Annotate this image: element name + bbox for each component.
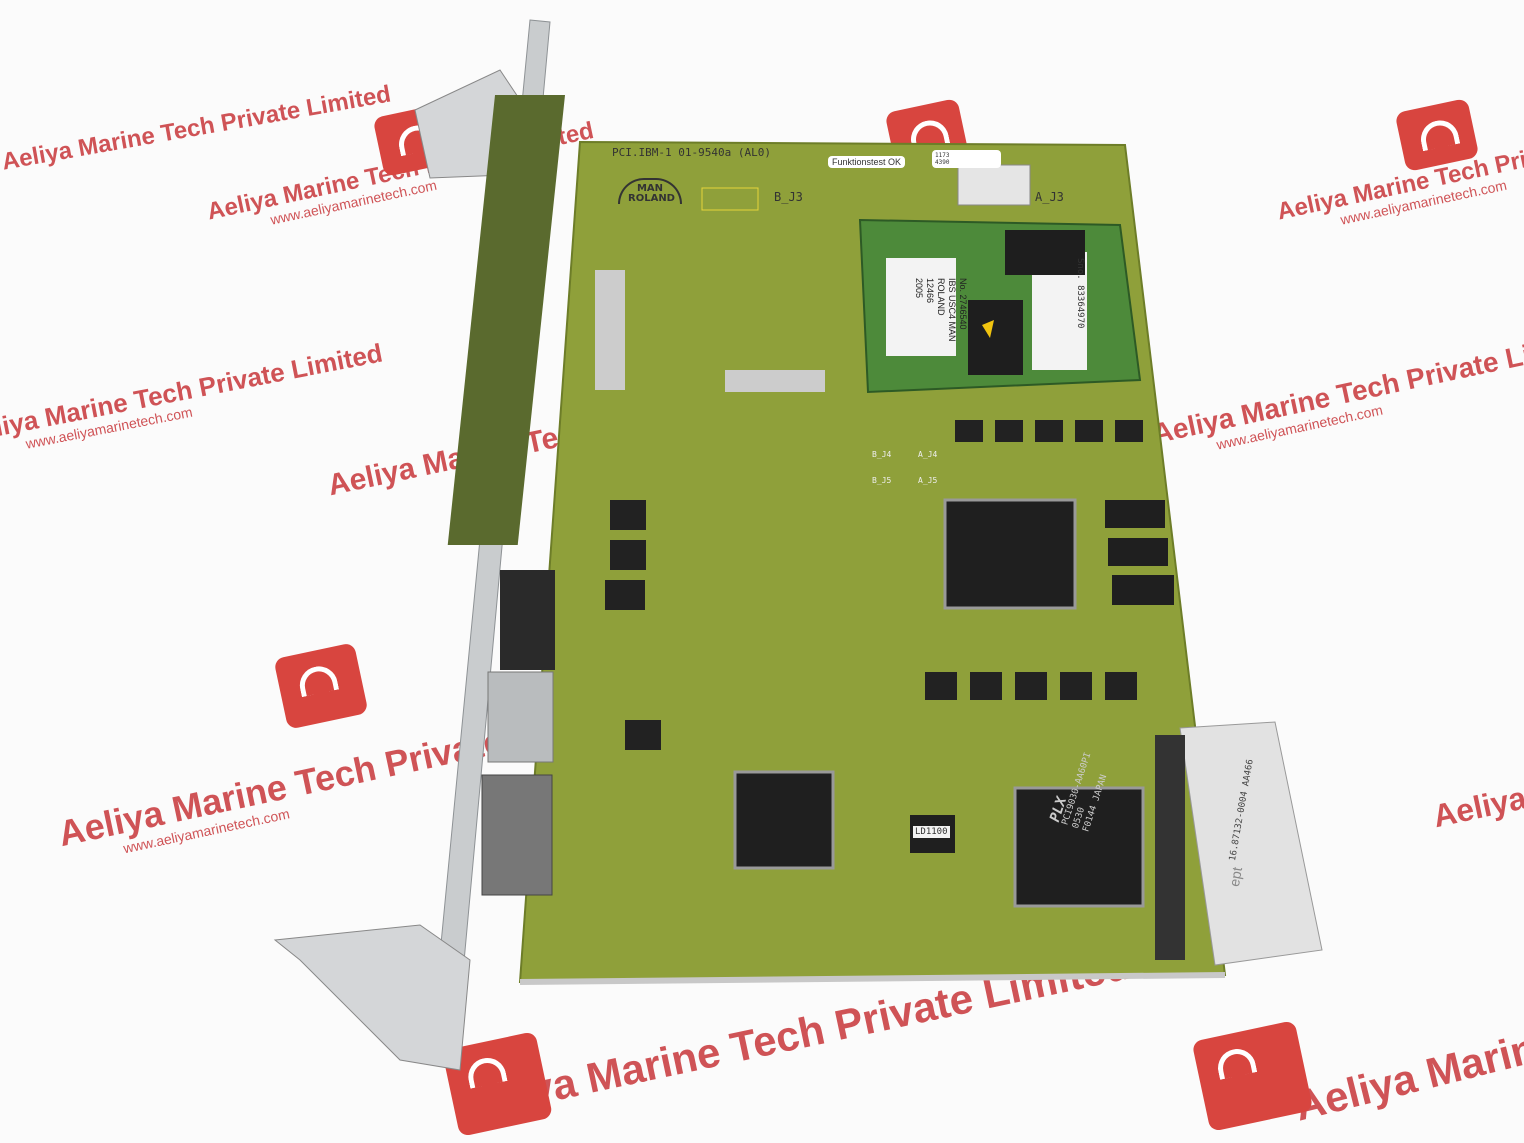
ld-chip-label: LD1100 — [913, 826, 950, 838]
connector-pins — [1155, 735, 1185, 960]
module-label-line: ROLAND — [936, 278, 946, 316]
memory-chip — [1105, 500, 1165, 528]
led-block — [500, 570, 555, 670]
memory-chip — [1112, 575, 1174, 605]
barcode-sticker: 1173 4390 — [932, 150, 1001, 168]
b-j3-header — [701, 187, 759, 211]
module-chip — [1005, 230, 1085, 275]
panel-connector — [447, 95, 566, 545]
module-serial: Sno. 83364970 — [1075, 258, 1085, 329]
test-sticker: Funktionstest OK — [828, 156, 906, 168]
connector-label-a-j3: A_J3 — [1035, 190, 1064, 204]
memory-chip — [1108, 538, 1168, 566]
module-label-line: IBS USC4 MAN — [947, 278, 957, 342]
jumper-label: A_J4 — [918, 450, 938, 459]
ribbon-header — [957, 164, 1031, 206]
cpld-chip — [943, 498, 1077, 610]
connector-fine-pitch — [725, 370, 825, 392]
ic-row — [605, 420, 1143, 750]
dsub-connector — [481, 774, 553, 896]
jumper-label: B_J5 — [872, 476, 892, 485]
module-sticker — [886, 258, 956, 356]
module-chip — [968, 300, 1023, 375]
board-part-label: PCI.IBM-1 01-9540a (AL0) — [612, 146, 771, 159]
connector-fine-pitch — [595, 270, 625, 390]
plx-chip — [1013, 786, 1145, 908]
connector-label-b-j3: B_J3 — [774, 190, 803, 204]
module-label-line: 12466 — [925, 278, 935, 304]
module-sticker-text: No. 2746540 IBS USC4 MAN ROLAND 12466 20… — [902, 278, 968, 374]
controller-chip — [733, 770, 835, 870]
jumper-label: A_J5 — [918, 476, 938, 485]
ept-brand: ept — [1226, 865, 1246, 888]
rj45-port — [487, 671, 554, 763]
module-label-line: 2005 — [914, 278, 924, 299]
module-label-line: No. 2746540 — [958, 278, 968, 330]
bottom-ejector-handle — [273, 924, 471, 1071]
module-logo-icon — [982, 320, 994, 338]
backplane-connector — [1179, 721, 1323, 966]
jumper-label: B_J4 — [872, 450, 892, 459]
